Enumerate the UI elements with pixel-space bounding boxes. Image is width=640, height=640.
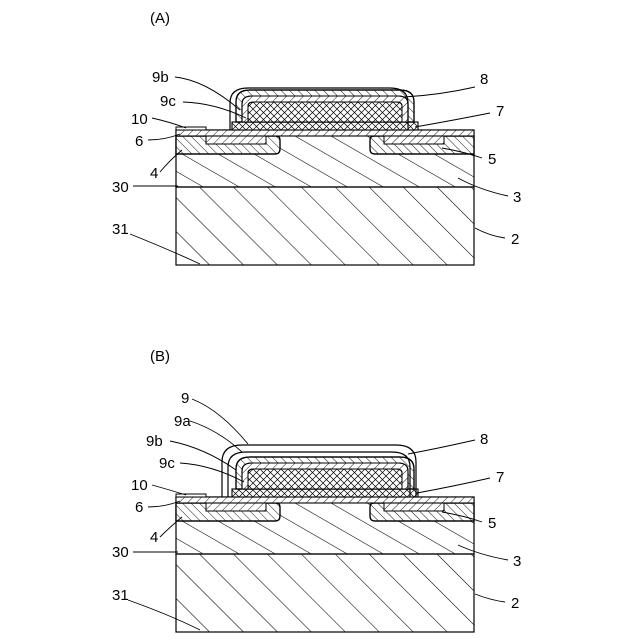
- label-3: 3: [513, 553, 521, 570]
- label-30: 30: [112, 544, 129, 561]
- label-6: 6: [135, 499, 143, 516]
- label-10: 10: [131, 477, 148, 494]
- label-9a: 9a: [174, 413, 191, 430]
- label-8: 8: [480, 71, 488, 88]
- panel-caption: (A): [150, 10, 170, 27]
- label-5: 5: [488, 515, 496, 532]
- label-9c: 9c: [159, 455, 175, 472]
- panel-a: (A) 9b 9c 10 6 4 30 31 8 7 5: [112, 10, 521, 265]
- label-8: 8: [480, 431, 488, 448]
- label-7: 7: [496, 469, 504, 486]
- label-31: 31: [112, 221, 129, 238]
- label-2: 2: [511, 595, 519, 612]
- panel-b: (B) 9 9a 9b 9c 10 6 4: [112, 348, 521, 632]
- label-3: 3: [513, 189, 521, 206]
- label-9c: 9c: [160, 93, 176, 110]
- label-31: 31: [112, 587, 129, 604]
- label-4: 4: [150, 529, 158, 546]
- panel-caption: (B): [150, 348, 170, 365]
- label-9b: 9b: [152, 69, 169, 86]
- label-5: 5: [488, 151, 496, 168]
- label-9: 9: [181, 390, 189, 407]
- label-2: 2: [511, 231, 519, 248]
- label-10: 10: [131, 111, 148, 128]
- label-9b: 9b: [146, 433, 163, 450]
- device-cross-section: [176, 457, 474, 632]
- label-4: 4: [150, 165, 158, 182]
- label-7: 7: [496, 103, 504, 120]
- label-30: 30: [112, 179, 129, 196]
- label-6: 6: [135, 133, 143, 150]
- device-cross-section: [176, 90, 474, 265]
